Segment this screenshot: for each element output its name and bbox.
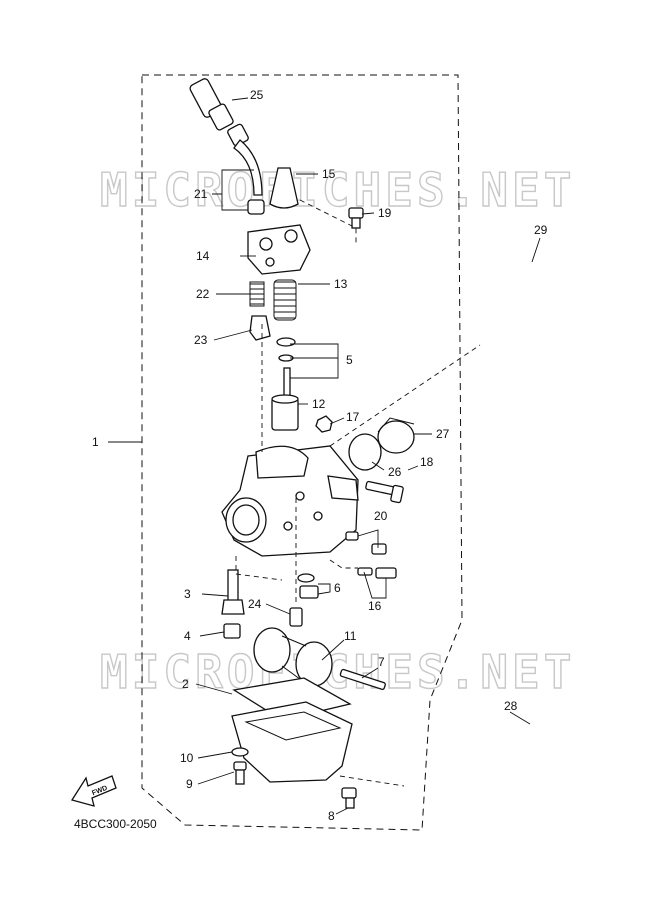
part-28-hose-inner: [408, 734, 572, 797]
callout-7: 7: [378, 655, 385, 669]
callout-4: 4: [184, 629, 191, 643]
float-bowl: [231, 701, 353, 783]
part-19-screw: [348, 207, 364, 229]
part-25-cable-cap: [189, 78, 249, 147]
callout-2: 2: [182, 677, 189, 691]
callout-27: 27: [436, 427, 450, 441]
callout-22: 22: [196, 287, 210, 301]
callout-6: 6: [334, 581, 341, 595]
callout-17: 17: [346, 410, 360, 424]
callout-9: 9: [186, 777, 193, 791]
assembly-group-outline: [141, 74, 463, 831]
part-12-throttle-valve: [271, 394, 299, 431]
callout-25: 25: [250, 88, 264, 102]
callout-11: 11: [344, 629, 357, 643]
callout-13: 13: [334, 277, 348, 291]
callout-28: 28: [504, 699, 518, 713]
watermark-top: MICROFICHES.NET: [100, 163, 575, 217]
callout-1: 1: [92, 435, 99, 449]
fwd-arrow-icon: FWD: [70, 775, 117, 807]
part-16-pilot-screw: [357, 567, 397, 579]
callout-labels: 25 21 15 19 14 22 13 23 5 12 17 27 26 18…: [92, 88, 548, 823]
part-1-carburetor-body: [221, 445, 359, 557]
callout-10: 10: [180, 751, 194, 765]
part-24-jet: [289, 607, 303, 627]
watermark-bottom: MICROFICHES.NET: [100, 645, 575, 699]
callout-14: 14: [196, 249, 210, 263]
part-7-float-pin: [339, 668, 386, 691]
callout-19: 19: [378, 206, 392, 220]
part-29-hose: [479, 261, 549, 446]
callout-29: 29: [534, 223, 548, 237]
part-23-holder: [249, 315, 271, 341]
part-14-chamber-top: [247, 224, 311, 275]
part-26-ring: [348, 433, 382, 471]
callout-5: 5: [346, 353, 353, 367]
part-22-spring: [249, 281, 265, 307]
part-29-hose-inner: [478, 259, 550, 447]
part-13-throttle-spring: [273, 279, 297, 321]
callout-24: 24: [248, 597, 262, 611]
part-20-screw-spring: [345, 531, 387, 555]
callout-21: 21: [194, 187, 208, 201]
callout-18: 18: [420, 455, 434, 469]
callout-23: 23: [194, 333, 208, 347]
callout-20: 20: [374, 509, 388, 523]
part-27-sleeve: [377, 417, 415, 454]
part-3-needle-jet: [221, 569, 245, 615]
callout-15: 15: [322, 167, 336, 181]
part-10-washer: [231, 747, 249, 757]
part-4-pilot-jet: [223, 623, 241, 639]
part-17-nut: [315, 415, 333, 433]
leader-lines: [108, 97, 541, 815]
part-15-rubber-cap: [269, 167, 299, 209]
callout-3: 3: [184, 587, 191, 601]
callout-8: 8: [328, 809, 335, 823]
callout-12: 12: [312, 397, 326, 411]
part-9-screw: [233, 761, 247, 785]
diagram-code: 4BCC300-2050: [74, 817, 157, 831]
part-28-hose: [409, 735, 571, 795]
part-8-drain-screw: [341, 787, 357, 809]
callout-26: 26: [388, 465, 402, 479]
callout-16: 16: [368, 599, 382, 613]
part-18-screw: [365, 480, 404, 504]
part-21-cable-adjuster: [233, 139, 265, 215]
part-6-main-jet: [297, 573, 319, 599]
